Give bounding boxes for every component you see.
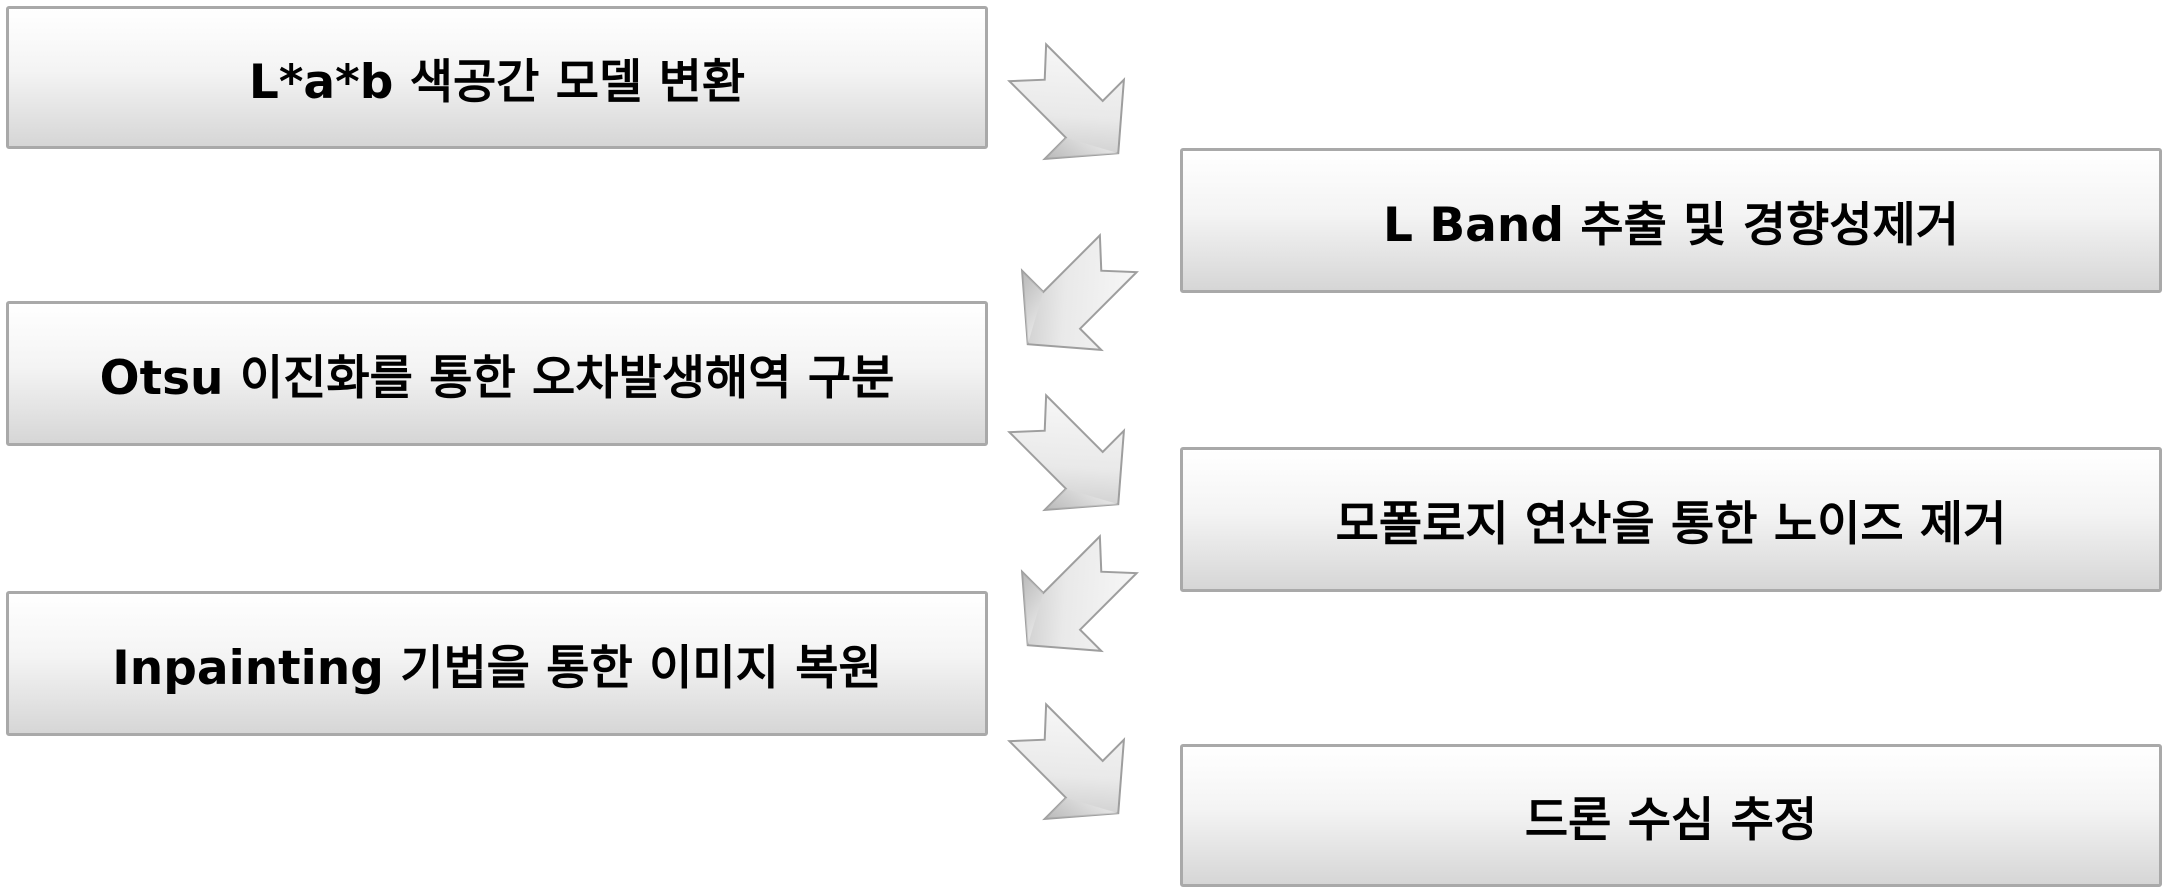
step-box-1: L*a*b 색공간 모델 변환 [6,6,988,149]
chevron-arrow-icon [1020,233,1139,352]
step-label-6: 드론 수심 추정 [1524,793,1818,848]
step-box-3: Otsu 이진화를 통한 오차발생해역 구분 [6,301,988,446]
step-label-4: 모폴로지 연산을 통한 노이즈 제거 [1335,497,2007,552]
chevron-arrow-icon [1007,702,1126,821]
chevron-arrow-icon [1007,393,1126,512]
step-box-4: 모폴로지 연산을 통한 노이즈 제거 [1180,447,2162,592]
step-box-2: L Band 추출 및 경향성제거 [1180,148,2162,293]
chevron-arrow-icon [1007,42,1126,161]
step-label-2: L Band 추출 및 경향성제거 [1383,198,1959,253]
chevron-arrow-icon [1020,534,1139,653]
step-label-3: Otsu 이진화를 통한 오차발생해역 구분 [99,351,895,406]
step-box-6: 드론 수심 추정 [1180,744,2162,887]
step-box-5: Inpainting 기법을 통한 이미지 복원 [6,591,988,736]
step-label-1: L*a*b 색공간 모델 변환 [248,55,746,110]
step-label-5: Inpainting 기법을 통한 이미지 복원 [112,641,882,696]
